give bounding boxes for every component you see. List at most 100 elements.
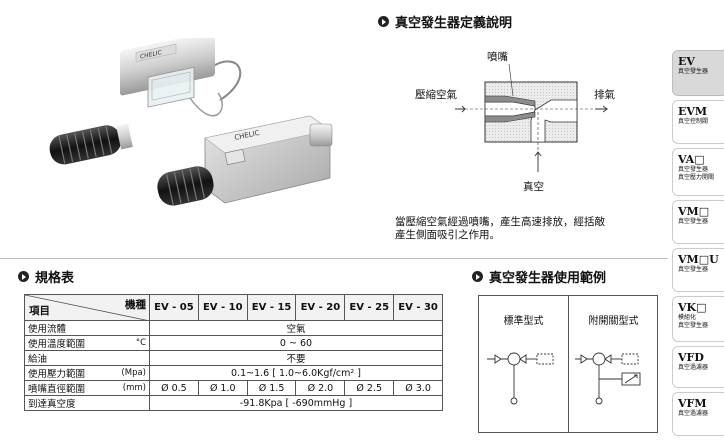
upper-vacuum-generator: CHELIC bbox=[49, 38, 242, 165]
tab-subtitle: 真空發生器 bbox=[678, 266, 709, 273]
tab-subtitle: 真空發生器 bbox=[678, 321, 709, 329]
tab-vfd[interactable]: VFD 真空過濾器 bbox=[672, 346, 724, 388]
row-item-cell: 到達真空度 bbox=[24, 395, 150, 411]
corner-diagonal bbox=[25, 295, 150, 321]
model-header: EV - 05 bbox=[149, 294, 199, 321]
outlet-label: 排氣 bbox=[594, 88, 615, 101]
side-tabs: EV 真空發生器 EVM 真空控制閥 VA□ 真空發生器 真空壓力開關 VM□ … bbox=[668, 0, 725, 442]
spec-title: 規格表 bbox=[35, 271, 75, 286]
tab-vk[interactable]: VK□ 模組化 真空發生器 bbox=[672, 296, 724, 342]
section-divider bbox=[0, 258, 668, 259]
tab-code: EVM bbox=[678, 105, 708, 118]
tab-code: EV bbox=[678, 55, 695, 68]
definition-heading: 真空發生器定義說明 bbox=[378, 12, 512, 31]
nozzle-diameter-cell: Ø 0.5 bbox=[149, 380, 199, 396]
row-unit: (Mpa) bbox=[121, 368, 146, 378]
tab-subtitle: 真空發生器 bbox=[678, 166, 709, 173]
model-header: EV - 15 bbox=[246, 294, 297, 321]
row-value: -91.8Kpa [ -690mmHg ] bbox=[149, 395, 443, 411]
row-item-label: 到達真空度 bbox=[28, 399, 76, 410]
tab-subtitle: 真空發生器 bbox=[678, 68, 709, 75]
corner-cell: 機種 項目 bbox=[24, 294, 150, 321]
model-header: EV - 20 bbox=[295, 294, 346, 321]
standard-type-symbol bbox=[487, 352, 554, 405]
table-header-row: 機種 項目 EV - 05 EV - 10 EV - 15 EV - 20 EV… bbox=[24, 294, 443, 321]
usage-example-box: 標準型式 附開關型式 bbox=[478, 295, 658, 433]
nozzle-diameter-cell: Ø 2.5 bbox=[344, 380, 395, 396]
valve-type-title: 附開關型式 bbox=[588, 316, 639, 327]
product-photo: CHELIC CHELIC bbox=[49, 38, 333, 206]
tab-va[interactable]: VA□ 真空發生器 真空壓力開關 bbox=[672, 148, 724, 196]
nozzle-diameter-cell: Ø 1.5 bbox=[246, 380, 297, 396]
usage-title: 真空發生器使用範例 bbox=[489, 271, 607, 286]
tab-evm[interactable]: EVM 真空控制閥 bbox=[672, 100, 724, 144]
table-row: 使用溫度範圍 °C 0 ~ 60 bbox=[24, 335, 443, 351]
lower-vacuum-generator: CHELIC bbox=[157, 115, 333, 206]
row-item-label: 噴嘴直徑範圍 bbox=[28, 384, 86, 395]
vacuum-arrow-icon bbox=[534, 151, 542, 172]
usage-heading: 真空發生器使用範例 bbox=[472, 267, 606, 286]
definition-title: 真空發生器定義說明 bbox=[395, 16, 513, 31]
row-value: 空氣 bbox=[149, 320, 443, 336]
corner-model-label: 機種 bbox=[125, 299, 146, 311]
tab-code: VFM bbox=[678, 397, 707, 410]
table-row: 到達真空度 -91.8Kpa [ -690mmHg ] bbox=[24, 395, 443, 411]
bullet-icon bbox=[472, 271, 483, 282]
inlet-label: 壓縮空氣 bbox=[415, 88, 457, 101]
model-header: EV - 10 bbox=[197, 294, 248, 321]
corner-item-label: 項目 bbox=[29, 305, 50, 317]
tab-code: VM□U bbox=[678, 253, 719, 266]
table-row: 噴嘴直徑範圍 (mm) Ø 0.5 Ø 1.0 Ø 1.5 Ø 2.0 Ø 2.5… bbox=[24, 380, 443, 396]
row-item-cell: 給油 bbox=[24, 350, 150, 366]
tab-ev[interactable]: EV 真空發生器 bbox=[672, 50, 724, 96]
nozzle-diameter-cell: Ø 1.0 bbox=[197, 380, 248, 396]
row-item-label: 使用壓力範圍 bbox=[28, 369, 86, 380]
tab-subtitle: 真空控制閥 bbox=[678, 118, 709, 125]
valve-type-symbol bbox=[575, 352, 641, 405]
row-value: 不要 bbox=[149, 350, 443, 366]
tab-subtitle: 真空過濾器 bbox=[678, 364, 709, 371]
model-header: EV - 30 bbox=[393, 294, 443, 321]
row-item-cell: 使用壓力範圍 (Mpa) bbox=[24, 365, 150, 381]
row-item-cell: 噴嘴直徑範圍 (mm) bbox=[24, 380, 150, 396]
table-row: 給油 不要 bbox=[24, 350, 443, 366]
tab-vfm[interactable]: VFM 真空過濾器 bbox=[672, 392, 724, 436]
tab-vm[interactable]: VM□ 真空發生器 bbox=[672, 200, 724, 244]
bullet-icon bbox=[18, 271, 29, 282]
description-line: 當壓縮空氣經過噴嘴，產生高速排放，經括敵 bbox=[395, 216, 605, 228]
outlet-arrow-icon bbox=[595, 105, 608, 113]
tab-subtitle: 真空發生器 bbox=[678, 218, 709, 225]
nozzle-label: 噴嘴 bbox=[487, 51, 508, 63]
standard-type-title: 標準型式 bbox=[503, 316, 544, 327]
vacuum-label: 真空 bbox=[523, 180, 544, 193]
tab-code: VM□ bbox=[678, 205, 710, 218]
model-header: EV - 25 bbox=[344, 294, 395, 321]
tab-vmu[interactable]: VM□U 真空發生器 bbox=[672, 248, 724, 292]
bullet-icon bbox=[378, 16, 389, 27]
table-row: 使用流體 空氣 bbox=[24, 320, 443, 336]
row-value: 0.1~1.6 [ 1.0~6.0Kgf/cm² ] bbox=[149, 365, 443, 381]
row-unit: (mm) bbox=[122, 383, 146, 393]
nozzle-diameter-cell: Ø 3.0 bbox=[393, 380, 443, 396]
tab-subtitle: 真空過濾器 bbox=[678, 410, 709, 417]
row-item-cell: 使用流體 bbox=[24, 320, 150, 336]
spec-table: 機種 項目 EV - 05 EV - 10 EV - 15 EV - 20 EV… bbox=[24, 294, 443, 411]
description-line: 產生側面吸引之作用。 bbox=[395, 229, 500, 241]
tab-subtitle: 模組化 bbox=[678, 314, 697, 321]
brand-text-upper: CHELIC bbox=[140, 49, 162, 61]
nozzle-diameter-cell: Ø 2.0 bbox=[295, 380, 346, 396]
spec-heading: 規格表 bbox=[18, 267, 74, 286]
pneumatic-symbols bbox=[487, 352, 641, 405]
row-value: 0 ~ 60 bbox=[149, 335, 443, 351]
row-unit: °C bbox=[135, 338, 146, 348]
row-item-label: 使用流體 bbox=[28, 324, 67, 335]
vacuum-generator-diagram: 噴嘴 壓縮空氣 排氣 真空 bbox=[415, 51, 615, 193]
tab-code: VFD bbox=[678, 351, 704, 364]
tab-subtitle: 真空壓力開關 bbox=[678, 173, 715, 181]
row-item-label: 使用溫度範圍 bbox=[28, 339, 86, 350]
row-item-cell: 使用溫度範圍 °C bbox=[24, 335, 150, 351]
tab-code: VA□ bbox=[678, 153, 705, 166]
definition-description: 當壓縮空氣經過噴嘴，產生高速排放，經括敵 產生側面吸引之作用。 bbox=[395, 216, 670, 242]
column-separator bbox=[568, 296, 569, 432]
table-row: 使用壓力範圍 (Mpa) 0.1~1.6 [ 1.0~6.0Kgf/cm² ] bbox=[24, 365, 443, 381]
